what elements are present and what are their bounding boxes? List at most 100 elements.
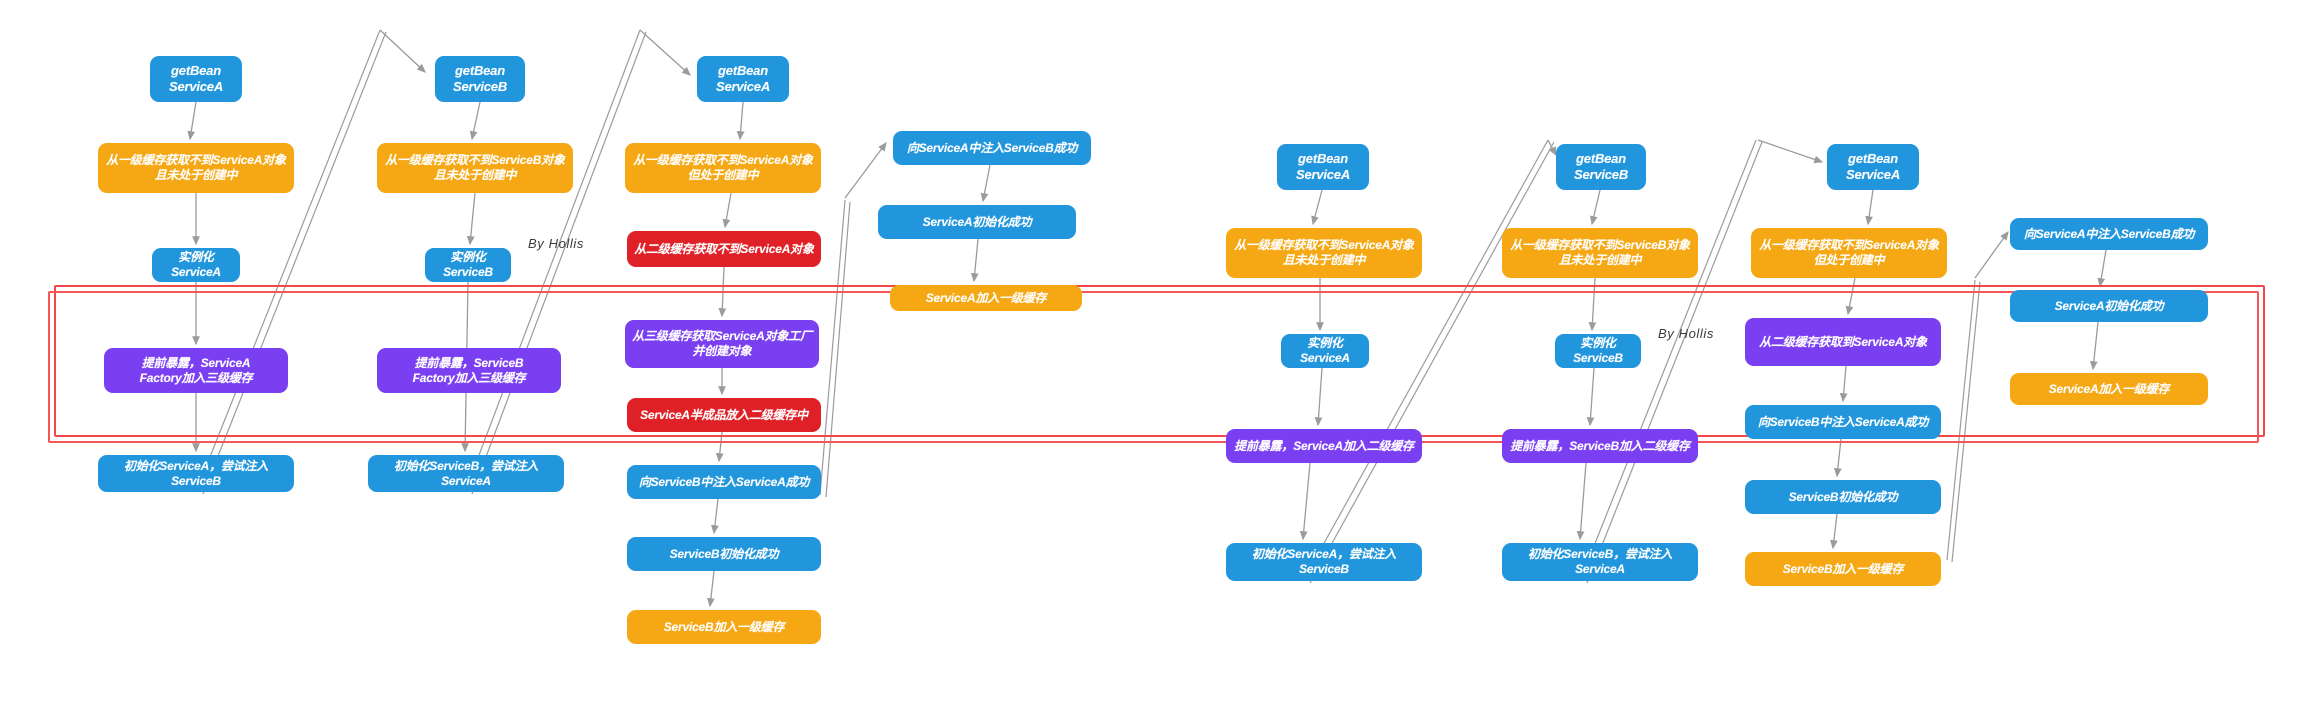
flow-node-label: 实例化ServiceB <box>1561 336 1635 366</box>
flow-node-c6n2[interactable]: 从一级缓存获取不到ServiceB对象且未处于创建中 <box>1502 228 1698 278</box>
flow-node-line: ServiceA加入一级缓存 <box>2048 381 2170 396</box>
flow-node-c5n5[interactable]: 初始化ServiceA，尝试注入ServiceB <box>1226 543 1422 581</box>
flow-node-line: 且未处于创建中 <box>1282 253 1366 267</box>
flow-node-line: 提前暴露，ServiceB加入二级缓存 <box>1510 438 1690 453</box>
flow-node-c4n3[interactable]: ServiceA加入一级缓存 <box>890 285 1082 311</box>
flow-node-line: ServiceB加入一级缓存 <box>1782 561 1904 576</box>
flow-node-label: 向ServiceA中注入ServiceB成功 <box>906 140 1078 156</box>
flow-node-c1n5[interactable]: 初始化ServiceA，尝试注入ServiceB <box>98 455 294 492</box>
flow-node-c3n3[interactable]: 从二级缓存获取不到ServiceA对象 <box>627 231 821 267</box>
edge-c6n4-c6n5 <box>1576 462 1587 541</box>
flow-node-label: 初始化ServiceA，尝试注入ServiceB <box>1232 547 1416 577</box>
edge-c2n2-c2n3 <box>466 192 476 246</box>
flow-node-c8n2[interactable]: ServiceA初始化成功 <box>2010 290 2208 322</box>
flow-node-line: Factory加入三级缓存 <box>139 370 253 385</box>
edge-c3n6-to-c4n1 <box>844 141 887 199</box>
flow-node-c6n3[interactable]: 实例化ServiceB <box>1555 334 1641 368</box>
flow-node-c3n5[interactable]: ServiceA半成品放入二级缓存中 <box>627 398 821 432</box>
flow-node-line: 向ServiceB中注入ServiceA成功 <box>638 474 810 489</box>
flow-node-c4n2[interactable]: ServiceA初始化成功 <box>878 205 1076 239</box>
flow-node-label: ServiceA初始化成功 <box>2055 299 2164 314</box>
flow-node-line: 从二级缓存获取不到ServiceA对象 <box>634 241 814 256</box>
flow-node-label: ServiceA加入一级缓存 <box>2049 382 2170 397</box>
flow-node-label: ServiceA半成品放入二级缓存中 <box>640 408 808 423</box>
flow-node-c3n8[interactable]: ServiceB加入一级缓存 <box>627 610 821 644</box>
flow-node-line: 提前暴露，ServiceB <box>414 355 524 370</box>
edge-c7n1-c7n2 <box>1865 189 1874 226</box>
flow-node-line: 并创建对象 <box>692 344 752 358</box>
flow-node-line: ServiceA <box>168 79 224 94</box>
flow-node-c1n2[interactable]: 从一级缓存获取不到ServiceA对象且未处于创建中 <box>98 143 294 193</box>
flow-node-c6n5[interactable]: 初始化ServiceB，尝试注入ServiceA <box>1502 543 1698 581</box>
flow-node-line: 从一级缓存获取不到ServiceA对象 <box>106 153 286 167</box>
flow-node-line: ServiceA <box>1295 167 1351 182</box>
flow-node-line: 初始化ServiceB，尝试注入ServiceA <box>1527 547 1673 576</box>
flow-node-line: 从一级缓存获取不到ServiceA对象 <box>1234 238 1414 252</box>
edge-c7n5-c7n6 <box>1830 513 1838 550</box>
highlight-rect-outer <box>54 285 2265 437</box>
flow-node-label: 向ServiceB中注入ServiceA成功 <box>1758 415 1929 430</box>
flow-node-c8n1[interactable]: 向ServiceA中注入ServiceB成功 <box>2010 218 2208 250</box>
flow-node-c6n4[interactable]: 提前暴露，ServiceB加入二级缓存 <box>1502 429 1698 463</box>
flow-node-c2n2[interactable]: 从一级缓存获取不到ServiceB对象且未处于创建中 <box>377 143 573 193</box>
flow-node-label: ServiceA加入一级缓存 <box>926 291 1047 306</box>
flow-node-c3n2[interactable]: 从一级缓存获取不到ServiceA对象但处于创建中 <box>625 143 821 193</box>
edge-c5n1-c5n2 <box>1311 189 1323 226</box>
flow-node-c1n3[interactable]: 实例化ServiceA <box>152 248 240 282</box>
flow-node-c3n4[interactable]: 从三级缓存获取ServiceA对象工厂并创建对象 <box>625 320 819 368</box>
flow-node-line: ServiceB <box>452 79 508 94</box>
flow-node-c8n3[interactable]: ServiceA加入一级缓存 <box>2010 373 2208 405</box>
flow-node-c7n5[interactable]: ServiceB初始化成功 <box>1745 480 1941 514</box>
flow-node-label: 从三级缓存获取ServiceA对象工厂并创建对象 <box>632 329 812 359</box>
edge-c7n4-c7n5 <box>1833 438 1842 478</box>
flow-node-c2n5[interactable]: 初始化ServiceB，尝试注入ServiceA <box>368 455 564 492</box>
edge-c3n1-c3n2 <box>736 101 745 141</box>
flow-node-c3n6[interactable]: 向ServiceB中注入ServiceA成功 <box>627 465 821 499</box>
flow-node-c5n4[interactable]: 提前暴露，ServiceA加入二级缓存 <box>1226 429 1422 463</box>
flow-node-label: 初始化ServiceB，尝试注入ServiceA <box>1508 547 1692 577</box>
flow-node-c7n2[interactable]: 从一级缓存获取不到ServiceA对象但处于创建中 <box>1751 228 1947 278</box>
flow-node-line: 从一级缓存获取不到ServiceA对象 <box>1759 238 1939 252</box>
flow-node-c5n2[interactable]: 从一级缓存获取不到ServiceA对象且未处于创建中 <box>1226 228 1422 278</box>
flow-node-line: ServiceA <box>715 79 771 94</box>
flow-node-c3n7[interactable]: ServiceB初始化成功 <box>627 537 821 571</box>
flow-node-label: ServiceA初始化成功 <box>923 215 1032 230</box>
flow-node-line: 且未处于创建中 <box>154 168 238 182</box>
flow-node-line: ServiceA初始化成功 <box>2054 298 2164 313</box>
flow-node-line: ServiceA初始化成功 <box>922 214 1032 229</box>
flow-node-line: Factory加入三级缓存 <box>412 370 526 385</box>
edge-c6chain-to-c7n1 <box>1757 139 1824 164</box>
flow-node-line: 且未处于创建中 <box>433 168 517 182</box>
flow-node-label: 从二级缓存获取不到ServiceA对象 <box>634 242 814 257</box>
flow-node-line: getBean <box>718 62 768 78</box>
flow-node-line: 且未处于创建中 <box>1558 253 1642 267</box>
edge-c5n4-c5n5 <box>1299 462 1311 541</box>
flow-node-c5n3[interactable]: 实例化ServiceA <box>1281 334 1369 368</box>
flow-node-label: ServiceB初始化成功 <box>670 547 779 562</box>
flow-node-line: ServiceA加入一级缓存 <box>925 290 1047 305</box>
flow-node-c7n6[interactable]: ServiceB加入一级缓存 <box>1745 552 1941 586</box>
flow-node-c7n4[interactable]: 向ServiceB中注入ServiceA成功 <box>1745 405 1941 439</box>
flow-node-label: 从一级缓存获取不到ServiceA对象但处于创建中 <box>1759 238 1939 268</box>
flow-node-line: 向ServiceA中注入ServiceB成功 <box>906 140 1078 155</box>
flow-node-line: 向ServiceA中注入ServiceB成功 <box>2023 226 2195 241</box>
flow-node-line: ServiceB初始化成功 <box>1788 489 1898 504</box>
flow-node-c4n1[interactable]: 向ServiceA中注入ServiceB成功 <box>893 131 1091 165</box>
flow-node-line: ServiceA半成品放入二级缓存中 <box>640 407 808 422</box>
flow-node-c2n3[interactable]: 实例化ServiceB <box>425 248 511 282</box>
flow-node-label: 初始化ServiceA，尝试注入ServiceB <box>104 459 288 489</box>
flow-node-c7n3[interactable]: 从二级缓存获取到ServiceA对象 <box>1745 318 1941 366</box>
flow-node-line: ServiceA <box>1845 167 1901 182</box>
